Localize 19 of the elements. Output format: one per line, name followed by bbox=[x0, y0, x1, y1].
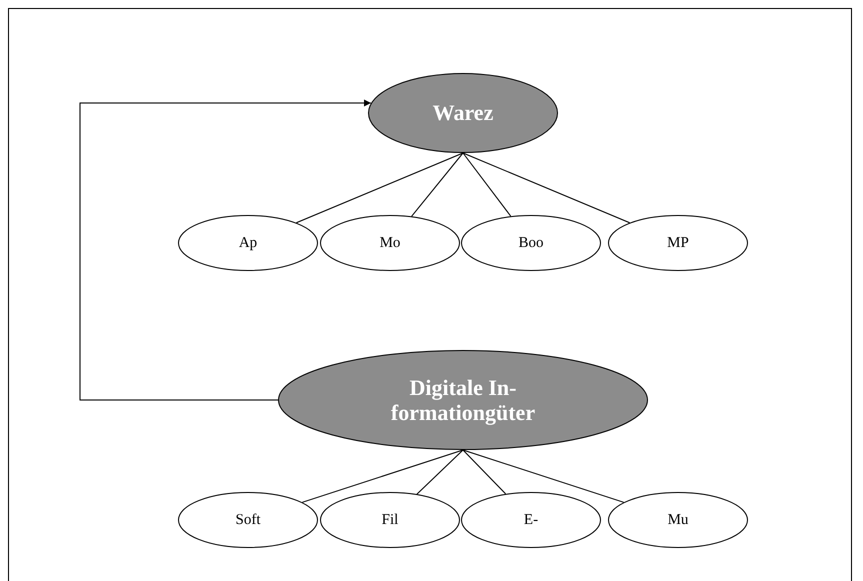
connector-line bbox=[462, 450, 506, 494]
connector-line bbox=[462, 450, 624, 503]
node-label: Soft bbox=[235, 512, 260, 528]
node-label: MP bbox=[667, 234, 689, 252]
connector-line bbox=[296, 152, 464, 224]
node-label: Fil bbox=[382, 512, 398, 528]
node-label: Ap bbox=[238, 234, 258, 252]
node-label: Warez bbox=[432, 100, 494, 126]
connector-line bbox=[302, 450, 464, 503]
node-label: Boo bbox=[518, 234, 544, 252]
connector-line bbox=[411, 152, 464, 217]
node-label: Mo bbox=[380, 234, 400, 252]
connector-line bbox=[462, 152, 512, 217]
node-label: E- bbox=[524, 512, 538, 528]
node-label: Mu bbox=[668, 512, 688, 528]
connector-line bbox=[462, 152, 630, 224]
connector-line bbox=[416, 450, 464, 495]
arrow bbox=[80, 100, 372, 400]
node-label: Digitale In- formationgüter bbox=[390, 374, 536, 426]
